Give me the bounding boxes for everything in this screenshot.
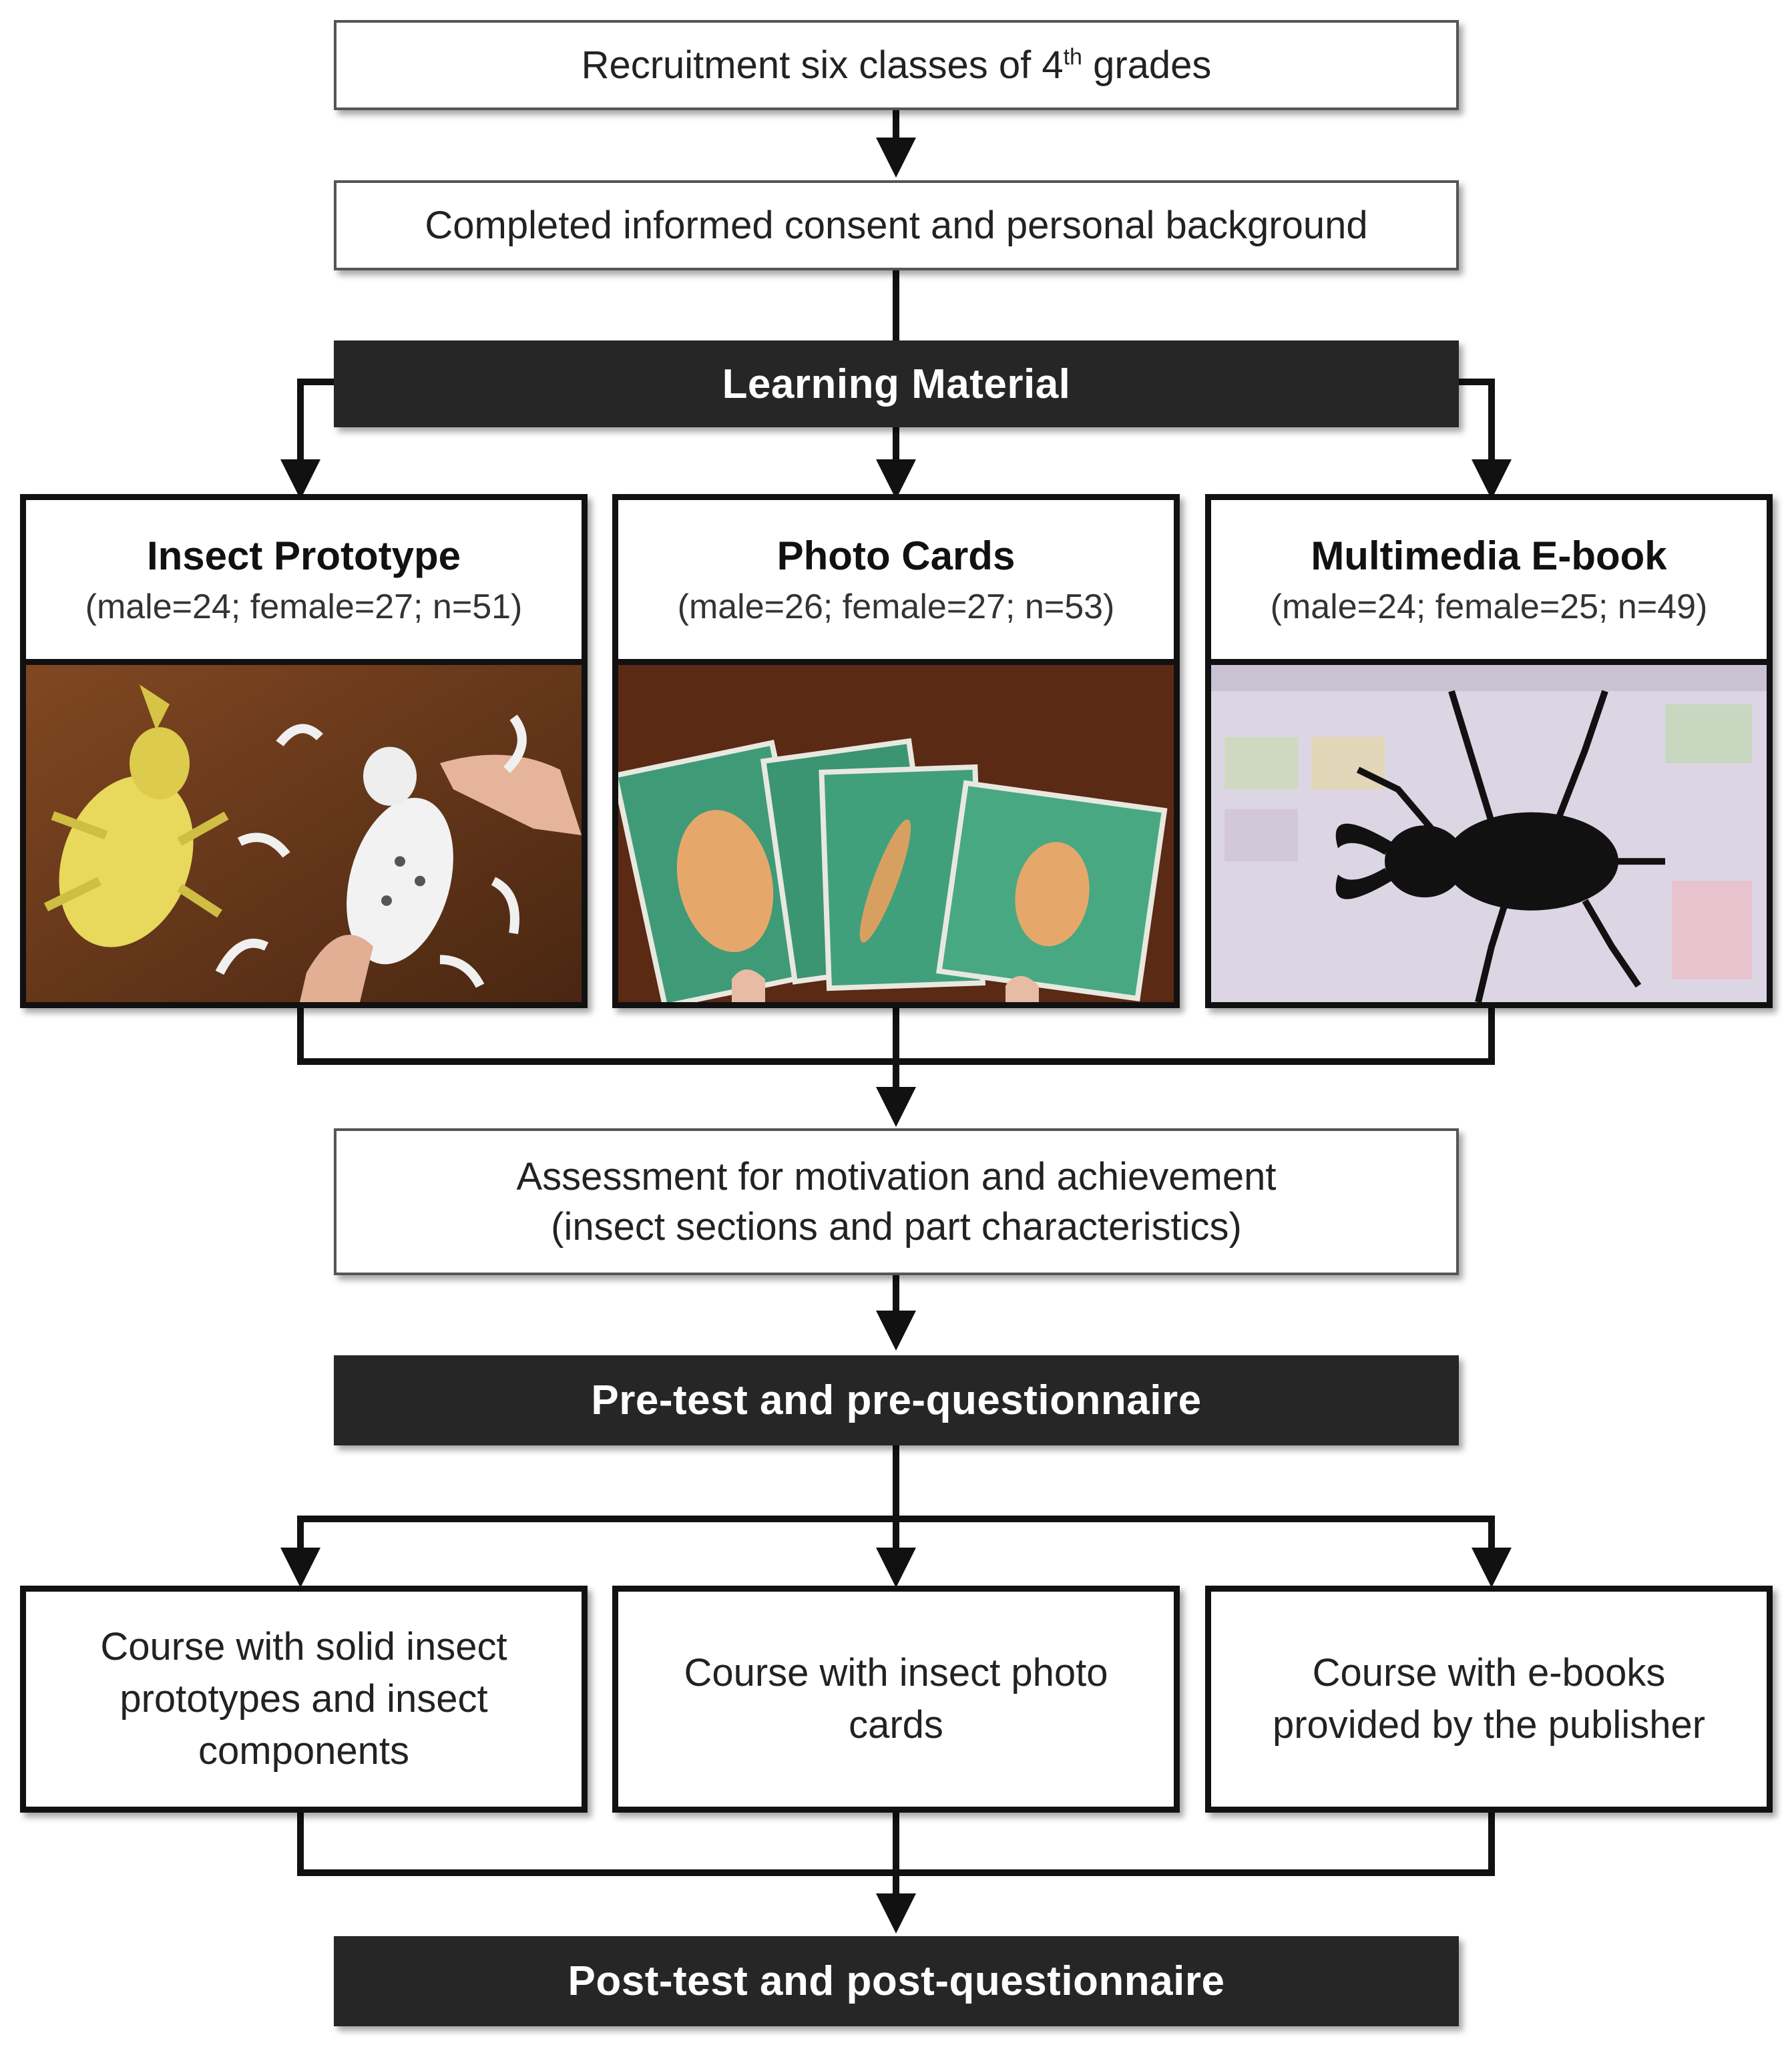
course-text: Course with solid insect prototypes and … (100, 1624, 507, 1773)
group-header: Photo Cards (male=26; female=27; n=53) (618, 500, 1174, 659)
consent-text: Completed informed consent and personal … (425, 203, 1368, 247)
learning-material-text: Learning Material (722, 361, 1071, 407)
group-title: Photo Cards (776, 533, 1016, 578)
group-title: Insect Prototype (146, 533, 461, 578)
insect-prototype-photo (26, 659, 582, 1002)
merge-groups (297, 1008, 1495, 1065)
arrow-learning-right (1459, 379, 1512, 499)
group-stats: (male=24; female=27; n=51) (85, 587, 523, 626)
recruitment-sup: th (1063, 44, 1082, 70)
assessment-line1: Assessment for motivation and achievemen… (516, 1154, 1277, 1198)
assessment-line2: (insect sections and part characteristic… (551, 1205, 1242, 1248)
pretest-text: Pre-test and pre-questionnaire (591, 1377, 1202, 1423)
pretest-box: Pre-test and pre-questionnaire (334, 1355, 1459, 1445)
posttest-text: Post-test and post-questionnaire (568, 1958, 1225, 2004)
recruitment-box: Recruitment six classes of 4th grades (334, 20, 1459, 110)
group-header: Insect Prototype (male=24; female=27; n=… (26, 500, 582, 659)
course-box-ebooks: Course with e-books provided by the publ… (1205, 1586, 1773, 1813)
recruitment-text: Recruitment six classes of 4th grades (581, 43, 1212, 87)
learning-material-box: Learning Material (334, 340, 1459, 427)
group-header: Multimedia E-book (male=24; female=25; n… (1211, 500, 1767, 659)
course-text: Course with insect photo cards (684, 1650, 1108, 1747)
posttest-box: Post-test and post-questionnaire (334, 1936, 1459, 2026)
group-panel-insect-prototype: Insect Prototype (male=24; female=27; n=… (20, 494, 588, 1008)
course-text: Course with e-books provided by the publ… (1272, 1650, 1706, 1747)
group-stats: (male=26; female=27; n=53) (677, 587, 1115, 626)
group-panel-photo-cards: Photo Cards (male=26; female=27; n=53) (612, 494, 1180, 1008)
course-box-photo-cards: Course with insect photo cards (612, 1586, 1180, 1813)
course-box-prototypes: Course with solid insect prototypes and … (20, 1586, 588, 1813)
group-title: Multimedia E-book (1311, 533, 1667, 578)
merge-courses (297, 1813, 1495, 1876)
consent-box: Completed informed consent and personal … (334, 180, 1459, 270)
group-panel-multimedia-ebook: Multimedia E-book (male=24; female=25; n… (1205, 494, 1773, 1008)
group-stats: (male=24; female=25; n=49) (1270, 587, 1708, 626)
arrow-learning-left (280, 379, 334, 499)
multimedia-ebook-photo (1211, 659, 1767, 1002)
split-courses (297, 1516, 1512, 1588)
photo-cards-photo (618, 659, 1174, 1002)
assessment-box: Assessment for motivation and achievemen… (334, 1128, 1459, 1275)
